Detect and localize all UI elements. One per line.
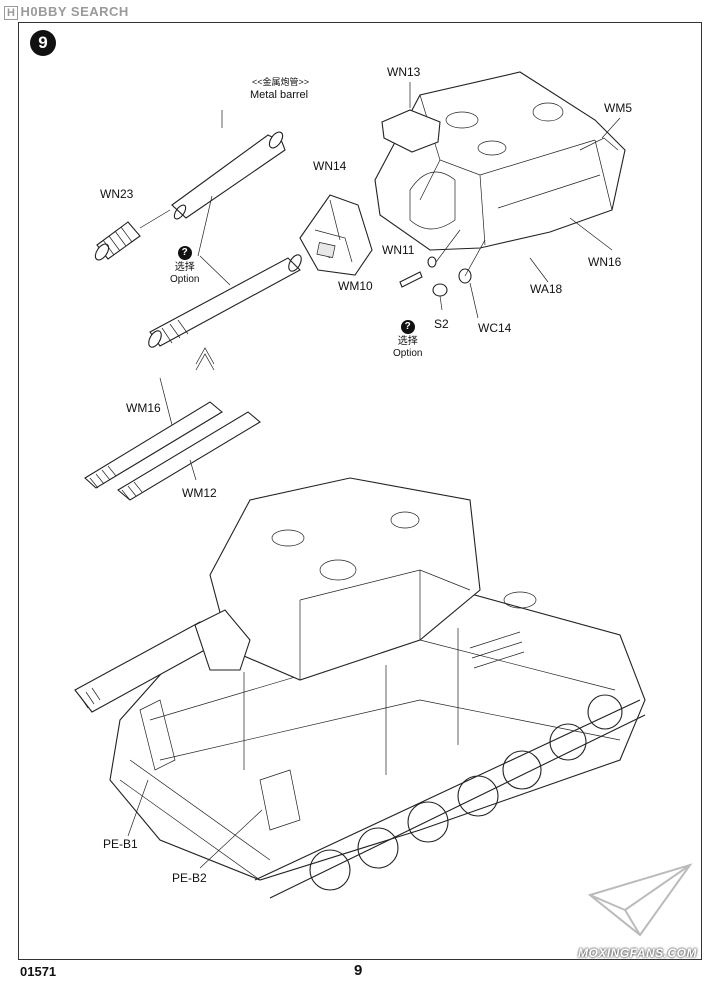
small-parts <box>399 229 486 319</box>
part-label-wc14: WC14 <box>478 321 512 335</box>
muzzle-brake-wn23 <box>94 209 171 261</box>
part-label-wm5: WM5 <box>604 101 632 115</box>
part-label-pe-b1: PE-B1 <box>103 837 138 851</box>
paper-plane-logo-icon <box>587 863 693 937</box>
question-icon: ? <box>177 246 192 260</box>
part-label-pe-b2: PE-B2 <box>172 871 207 885</box>
part-label-wm16: WM16 <box>126 401 161 415</box>
gun-mantlet-wn14 <box>299 194 373 276</box>
direction-arrows-icon <box>195 347 215 371</box>
part-label-wn23: WN23 <box>100 187 134 201</box>
metal-barrel-part <box>171 131 286 220</box>
kit-number: 01571 <box>20 964 57 979</box>
site-watermark: MOXINGFANS.COM <box>578 946 698 960</box>
part-label-wa18: WA18 <box>530 282 563 296</box>
metal-barrel-cn-label: <<金属炮管>> <box>252 77 310 87</box>
part-label-wn13: WN13 <box>387 65 421 79</box>
question-icon: ? <box>400 320 415 334</box>
turret-upper-assembly <box>374 71 626 251</box>
metal-barrel-label: Metal barrel <box>250 89 309 101</box>
part-label-wn14: WN14 <box>313 159 347 173</box>
part-label-wn11: WN11 <box>382 243 415 257</box>
option-note-barrel: ? 选择 Option <box>170 246 200 285</box>
step-number-badge: 9 <box>30 30 56 56</box>
optional-barrel-part <box>148 254 302 348</box>
part-label-s2: S2 <box>434 317 449 331</box>
part-label-wm12: WM12 <box>182 486 217 500</box>
part-label-wm10: WM10 <box>338 279 373 293</box>
part-label-wn16: WN16 <box>588 255 622 269</box>
page-frame <box>18 22 702 960</box>
option-note-parts: ? 选择 Option <box>393 320 423 359</box>
page-number: 9 <box>354 962 363 979</box>
track-tools-wm16-wm12 <box>84 377 261 501</box>
tank-hull-assembly <box>74 477 646 899</box>
